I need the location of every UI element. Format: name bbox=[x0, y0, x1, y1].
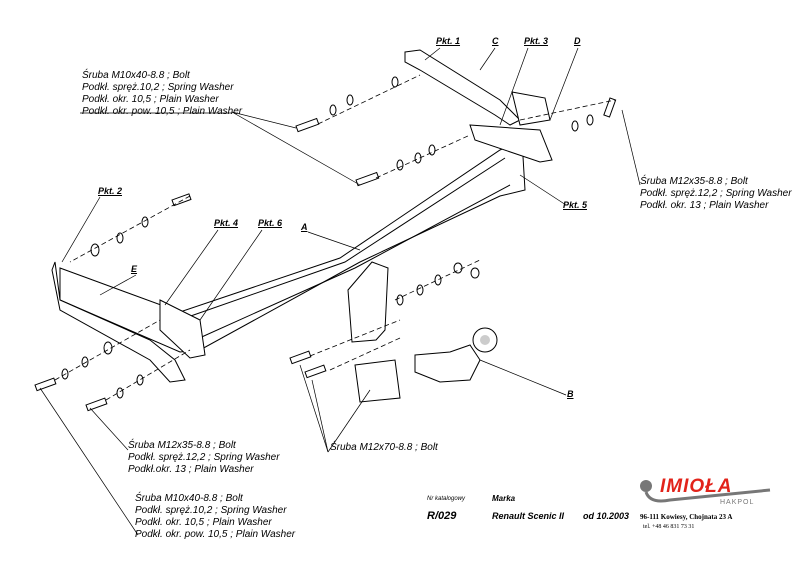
label-pkt4: Pkt. 4 bbox=[214, 218, 239, 228]
label-b: B bbox=[567, 389, 574, 399]
part-line: Podkł. spręż.12,2 ; Spring Washer bbox=[128, 452, 280, 463]
label-c: C bbox=[492, 36, 499, 46]
company-phone: tel. +48 46 831 73 31 bbox=[643, 524, 695, 530]
part-line: Śruba M12x35-8.8 ; Bolt bbox=[128, 440, 236, 451]
ball-bolt-label: Śruba M12x70-8.8 ; Bolt bbox=[330, 442, 438, 453]
part-line: Śruba M10x40-8.8 ; Bolt bbox=[82, 70, 190, 81]
parts-list-right: Śruba M12x35-8.8 ; Bolt Podkł. spręż.12,… bbox=[640, 176, 792, 212]
ball-plate bbox=[354, 359, 401, 403]
parts-list-top-left: Śruba M10x40-8.8 ; Bolt Podkł. spręż.10,… bbox=[82, 70, 242, 118]
brand-label: Marka bbox=[492, 494, 516, 503]
part-line: Podkł. spręż.12,2 ; Spring Washer bbox=[640, 188, 792, 199]
label-pkt6: Pkt. 6 bbox=[258, 218, 283, 228]
towball-arm-b bbox=[414, 344, 481, 383]
vehicle-brand: Renault Scenic II bbox=[492, 511, 565, 521]
company-address: 96-111 Kowiesy, Chojnata 23 A bbox=[640, 513, 733, 521]
part-line: Podkł. okr. pow. 10,5 ; Plain Washer bbox=[82, 106, 243, 117]
part-line: Podkł. spręż.10,2 ; Spring Washer bbox=[135, 505, 287, 516]
part-line: Podkł. okr. 10,5 ; Plain Washer bbox=[135, 517, 272, 528]
part-line: Podkł. okr. pow. 10,5 ; Plain Washer bbox=[135, 529, 296, 540]
bracket-right bbox=[469, 124, 553, 163]
label-pkt3: Pkt. 3 bbox=[524, 36, 549, 46]
ball-mount-bracket bbox=[347, 261, 389, 343]
catalog-label: Nr katalogowy bbox=[427, 496, 466, 502]
part-line: Podkł. okr. 10,5 ; Plain Washer bbox=[82, 94, 219, 105]
bracket-pkt6 bbox=[159, 299, 206, 359]
label-pkt2: Pkt. 2 bbox=[98, 186, 123, 196]
parts-list-bottom-2: Śruba M10x40-8.8 ; Bolt Podkł. spręż.10,… bbox=[135, 493, 295, 541]
logo-text: IMIOŁA bbox=[660, 476, 733, 497]
bracket-e bbox=[51, 261, 186, 383]
label-pkt1: Pkt. 1 bbox=[436, 36, 461, 46]
part-line: Podkł. spręż.10,2 ; Spring Washer bbox=[82, 82, 234, 93]
label-d: D bbox=[574, 36, 581, 46]
logo-subtext: HAKPOL bbox=[720, 499, 755, 506]
part-line: Podkł.okr. 13 ; Plain Washer bbox=[128, 464, 254, 475]
label-pkt5: Pkt. 5 bbox=[563, 200, 588, 210]
part-line: Śruba M10x40-8.8 ; Bolt bbox=[135, 493, 243, 504]
parts-list-bottom-1: Śruba M12x35-8.8 ; Bolt Podkł. spręż.12,… bbox=[128, 440, 280, 476]
production-date: od 10.2003 bbox=[583, 511, 630, 521]
hakpol-logo bbox=[640, 480, 771, 503]
label-a: A bbox=[301, 222, 308, 232]
part-line: Podkł. okr. 13 ; Plain Washer bbox=[640, 200, 769, 211]
catalog-number: R/029 bbox=[427, 510, 457, 522]
crossbar-a bbox=[59, 139, 526, 353]
label-e: E bbox=[131, 264, 138, 274]
part-line: Śruba M12x35-8.8 ; Bolt bbox=[640, 176, 748, 187]
bracket-c bbox=[404, 49, 521, 126]
